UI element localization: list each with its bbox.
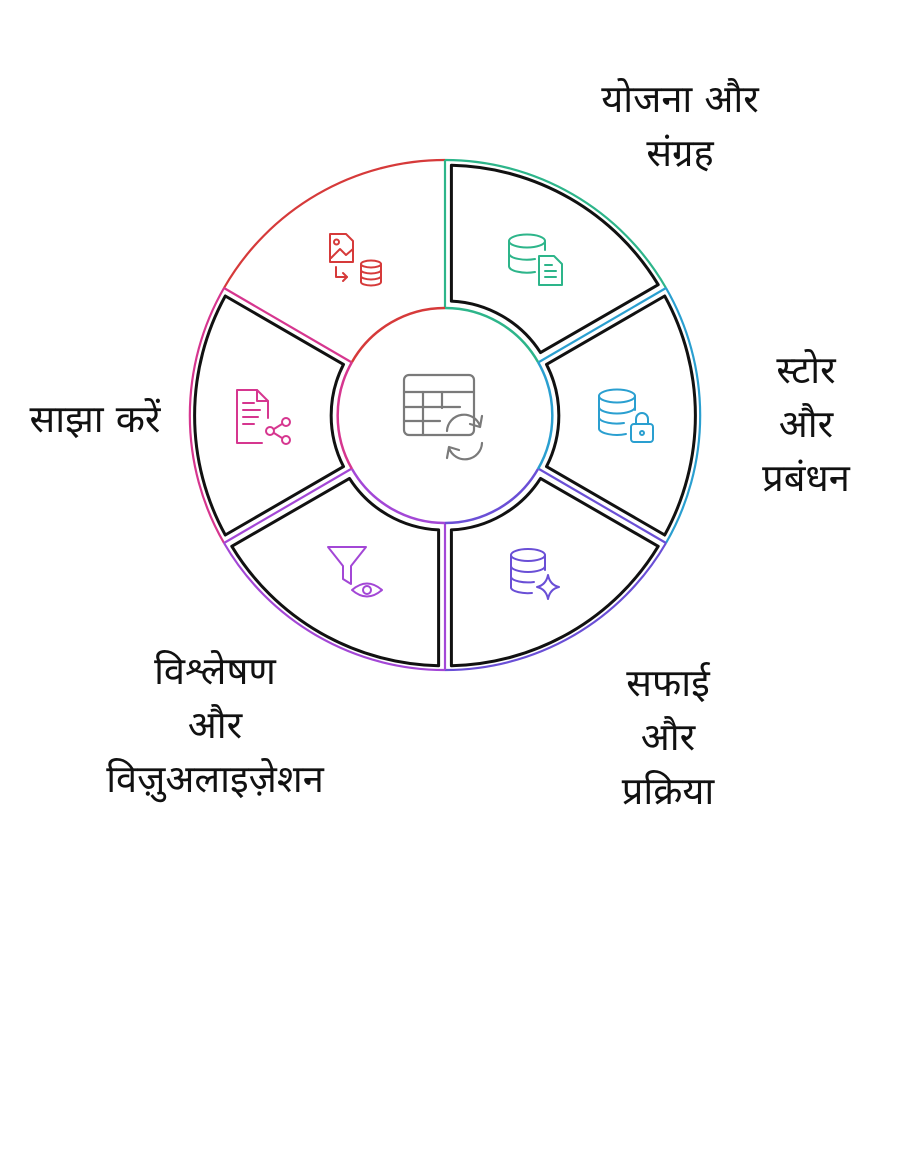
inner-arc-import [350, 306, 446, 363]
segment-share [193, 294, 345, 537]
segment-clean-process [449, 476, 660, 668]
label-analyze-visualize-line-2: और [187, 703, 243, 747]
label-clean-process: सफाई और प्रक्रिया [588, 656, 748, 818]
filter-eye-icon [327, 546, 383, 598]
database-document-icon [508, 233, 563, 286]
inner-arc-store-manage [536, 361, 554, 470]
label-analyze-visualize-line-1: विश्लेषण [154, 649, 276, 693]
document-share-icon [236, 389, 291, 445]
label-clean-process-line-2: और [640, 715, 696, 759]
label-clean-process-line-3: प्रक्रिया [621, 769, 715, 813]
divider-upper-right [538, 287, 667, 363]
label-store-manage-line-1: स्टोर [776, 348, 836, 392]
label-plan-collect: योजना और संग्रह [560, 72, 800, 180]
label-analyze-visualize-line-3: विज़ुअलाइज़ेशन [106, 757, 324, 801]
label-clean-process-line-1: सफाई [626, 661, 710, 705]
inner-arc-plan-collect [444, 306, 540, 363]
label-plan-collect-line-1: योजना और [601, 77, 759, 121]
divider-lower-right [538, 468, 667, 544]
outer-arc-analyze-visualize [223, 542, 446, 672]
label-share-line-1: साझा करें [29, 397, 161, 441]
inner-circle-fill [341, 311, 549, 520]
database-lock-icon [598, 388, 654, 443]
divider-upper-left [223, 287, 352, 363]
divider-lower-left [223, 468, 352, 544]
outer-arc-clean-process [444, 542, 667, 672]
label-share: साझा करें [10, 392, 180, 446]
segment-dividers [223, 160, 667, 670]
inner-arc-share [336, 361, 354, 470]
label-store-manage-line-2: और [778, 402, 834, 446]
database-sparkle-icon [510, 548, 560, 600]
outer-arc-store-manage [665, 287, 702, 544]
outer-arc-share [188, 287, 225, 544]
label-store-manage: स्टोर और प्रबंधन [726, 343, 886, 505]
label-plan-collect-line-2: संग्रह [646, 131, 714, 175]
label-analyze-visualize: विश्लेषण और विज़ुअलाइज़ेशन [70, 644, 360, 806]
inner-ring [336, 306, 554, 525]
inner-arc-clean-process [444, 468, 540, 525]
segment-plan-collect [449, 163, 660, 355]
segment-store-manage [545, 294, 697, 537]
outer-ring [188, 158, 702, 672]
outer-arc-import [223, 158, 446, 289]
label-store-manage-line-3: प्रबंधन [762, 456, 850, 500]
table-sync-icon [402, 373, 484, 461]
outer-arc-plan-collect [444, 158, 667, 289]
highlighted-segments [193, 163, 697, 668]
inner-arc-analyze-visualize [350, 468, 446, 525]
image-to-database-icon [329, 233, 382, 287]
segment-analyze-visualize [230, 476, 441, 668]
